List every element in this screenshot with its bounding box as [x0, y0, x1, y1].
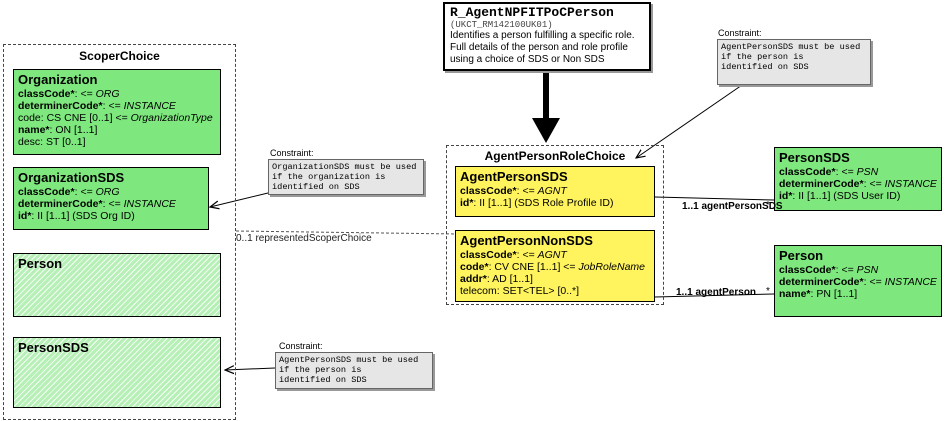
organization-attr: determinerCode*: <= INSTANCE	[18, 100, 176, 112]
person-attr: determinerCode*: <= INSTANCE	[779, 276, 937, 288]
edge-label-agent-person-sds: 1..1 agentPersonSDS	[682, 201, 783, 212]
entry-desc-1: Identifies a person fulfilling a specifi…	[450, 30, 635, 41]
constraint-label: Constraint:	[270, 148, 314, 158]
person-sds-title: PersonSDS	[779, 150, 850, 165]
organization-title: Organization	[18, 72, 98, 87]
person-sds-attr: id*: II [1..1] (SDS User ID)	[779, 190, 901, 202]
agent-person-sds-line	[654, 196, 775, 201]
constraint-line: OrganizationSDS must be used	[272, 162, 417, 172]
person-sds-attr: classCode*: <= PSN	[779, 166, 879, 178]
constraint-line: identified on SDS	[272, 182, 360, 192]
constraint-note-org: OrganizationSDS must be used if the orga…	[268, 159, 424, 195]
organization-attr: classCode*: <= ORG	[18, 88, 120, 100]
edge-label-represented-scoper: 0..1 representedScoperChoice	[236, 233, 372, 244]
constraint-label: Constraint:	[279, 341, 323, 351]
represented-scoper-line	[235, 230, 459, 235]
agent-person-sds-title: AgentPersonSDS	[460, 169, 568, 184]
person-sds-attr: determinerCode*: <= INSTANCE	[779, 178, 937, 190]
organization-sds-attr: id*: II [1..1] (SDS Org ID)	[18, 210, 135, 222]
person-sds-class: PersonSDS classCode*: <= PSN determinerC…	[774, 147, 942, 211]
person-sds-scoper-title: PersonSDS	[18, 340, 89, 355]
agent-person-line	[654, 293, 775, 298]
constraint-line: identified on SDS	[721, 62, 809, 72]
constraint-arrow-org	[210, 192, 269, 207]
constraint-line: if the organization is	[272, 172, 386, 182]
edge-star-agent-person: *	[766, 286, 770, 297]
constraint-line: AgentPersonSDS must be used	[721, 42, 861, 52]
agent-person-non-sds-attr: classCode*: <= AGNT	[460, 249, 567, 261]
agent-person-non-sds-attr: addr*: AD [1..1]	[460, 273, 533, 285]
organization-class: Organization classCode*: <= ORG determin…	[13, 69, 221, 155]
organization-attr: desc: ST [0..1]	[18, 136, 86, 148]
person-scoper-class: Person	[13, 253, 221, 317]
entry-title: R_AgentNPFITPoCPerson	[450, 5, 614, 20]
agent-person-role-choice-group: AgentPersonRoleChoice	[446, 145, 664, 305]
agent-person-non-sds-class: AgentPersonNonSDS classCode*: <= AGNT co…	[455, 230, 655, 302]
person-scoper-title: Person	[18, 256, 63, 271]
constraint-label: Constraint:	[718, 28, 762, 38]
agent-choice-title: AgentPersonRoleChoice	[484, 149, 626, 163]
entry-point-box: R_AgentNPFITPoCPerson (UKCT_RM142100UK01…	[443, 2, 651, 71]
entry-desc-2: Full details of the person and role prof…	[450, 42, 628, 53]
agent-person-sds-attr: classCode*: <= AGNT	[460, 185, 567, 197]
entry-code: (UKCT_RM142100UK01)	[450, 20, 553, 30]
constraint-line: if the person is	[721, 52, 804, 62]
constraint-line: identified on SDS	[279, 375, 367, 385]
entry-desc-3: using a choice of SDS or Non SDS	[450, 54, 605, 65]
agent-person-non-sds-attr: telecom: SET<TEL> [0..*]	[460, 285, 580, 297]
constraint-note-person: AgentPersonSDS must be used if the perso…	[275, 352, 433, 389]
constraint-line: AgentPersonSDS must be used	[279, 355, 419, 365]
edge-label-agent-person: 1..1 agentPerson	[676, 287, 757, 298]
person-title: Person	[779, 248, 824, 263]
agent-person-sds-class: AgentPersonSDS classCode*: <= AGNT id*: …	[455, 166, 655, 217]
constraint-note-agent: AgentPersonSDS must be used if the perso…	[717, 39, 871, 85]
organization-sds-attr: classCode*: <= ORG	[18, 186, 120, 198]
agent-person-non-sds-title: AgentPersonNonSDS	[460, 233, 593, 248]
organization-attr: name*: ON [1..1]	[18, 124, 98, 136]
agent-person-non-sds-attr: code*: CV CNE [1..1] <= JobRoleName	[460, 261, 646, 273]
organization-sds-class: OrganizationSDS classCode*: <= ORG deter…	[13, 167, 209, 230]
person-attr: name*: PN [1..1]	[779, 288, 858, 300]
scoper-choice-title: ScoperChoice	[79, 49, 160, 63]
constraint-arrow-person	[225, 368, 276, 370]
scoper-choice-group: ScoperChoice	[3, 44, 236, 420]
organization-sds-title: OrganizationSDS	[18, 170, 125, 185]
agent-person-sds-attr: id*: II [1..1] (SDS Role Profile ID)	[460, 197, 614, 209]
constraint-line: if the person is	[279, 365, 362, 375]
organization-attr: code: CS CNE [0..1] <= OrganizationType	[18, 112, 213, 124]
entry-arrow-head	[532, 118, 560, 143]
person-sds-scoper-class: PersonSDS	[13, 337, 221, 408]
person-attr: classCode*: <= PSN	[779, 264, 879, 276]
edge-star-agent-person-sds: *	[766, 200, 770, 211]
organization-sds-attr: determinerCode*: <= INSTANCE	[18, 198, 176, 210]
person-class: Person classCode*: <= PSN determinerCode…	[774, 245, 942, 317]
